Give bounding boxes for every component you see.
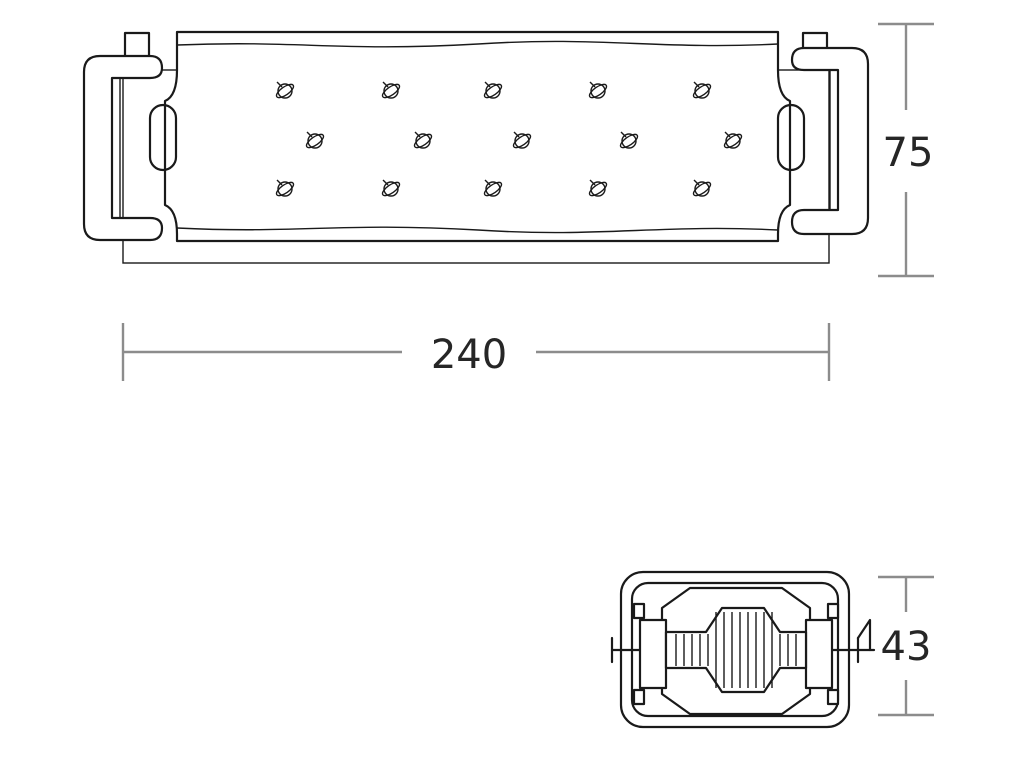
led (381, 179, 401, 197)
panel-edge-bottom (176, 226, 779, 234)
end-barrel (664, 606, 808, 694)
panel-edge-top (176, 40, 779, 48)
led (512, 131, 532, 149)
led-array (275, 81, 743, 197)
led (381, 81, 401, 99)
dimension-length-label: 240 (431, 332, 507, 378)
bracket-right (790, 31, 870, 236)
top-view (82, 30, 870, 264)
led (588, 179, 608, 197)
end-clamp-left (638, 618, 668, 690)
led (483, 81, 503, 99)
end-clamp-right (804, 618, 834, 690)
dimension-height-label: 75 (883, 130, 934, 176)
slot-right (776, 103, 806, 172)
end-view (610, 570, 876, 729)
led (723, 131, 743, 149)
dimension-depth-label: 43 (881, 624, 932, 670)
led (275, 179, 295, 197)
led (619, 131, 639, 149)
led (692, 81, 712, 99)
slot-left (148, 103, 178, 172)
led (483, 179, 503, 197)
dimension-height: 75 (878, 22, 934, 278)
bracket-left (82, 31, 164, 242)
end-barrel-ribs (675, 612, 797, 688)
light-panel (163, 30, 792, 243)
led (275, 81, 295, 99)
dimension-depth: 43 (878, 575, 934, 717)
led (305, 131, 325, 149)
led (588, 81, 608, 99)
led (413, 131, 433, 149)
dimension-length: 240 (121, 323, 831, 381)
led (692, 179, 712, 197)
